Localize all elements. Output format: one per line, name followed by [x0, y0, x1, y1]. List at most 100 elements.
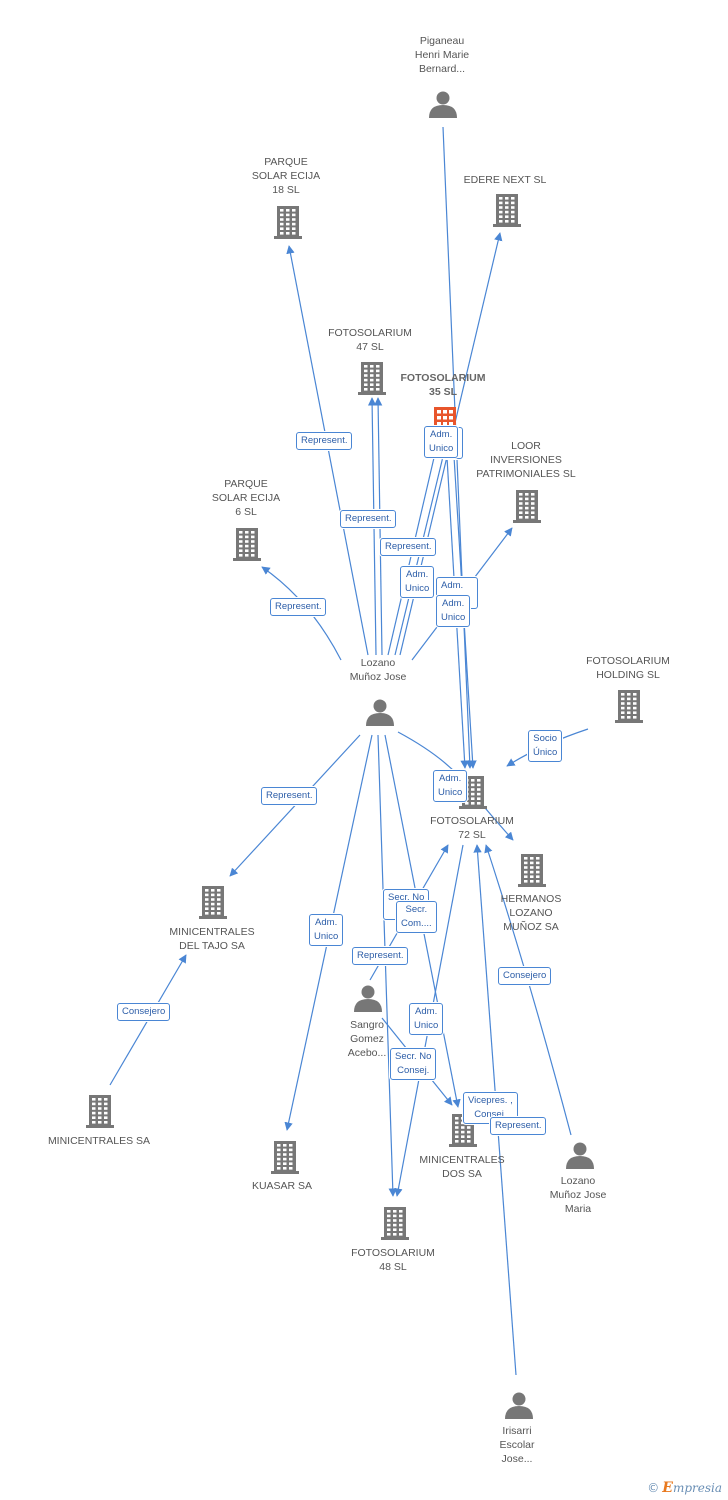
node-minitajo[interactable]: MINICENTRALES DEL TAJO SA: [162, 925, 262, 953]
label-line: SOLAR ECIJA: [251, 170, 321, 182]
edge-label-represent[interactable]: Represent.: [270, 598, 327, 616]
label-line: Gomez: [350, 1033, 384, 1045]
minisa-building-icon[interactable]: [86, 1095, 114, 1128]
foto72-building-icon[interactable]: [459, 776, 487, 809]
node-kuasar[interactable]: KUASAR SA: [242, 1179, 322, 1193]
label-line: Muñoz Jose: [349, 671, 407, 683]
lozanoMaria-person-icon[interactable]: [566, 1142, 594, 1170]
edge-label-text: Unico: [314, 931, 339, 942]
edge-label-represent[interactable]: Represent.: [340, 510, 397, 528]
piganeau-person-icon[interactable]: [429, 91, 457, 119]
edge-label-consejero[interactable]: Consejero: [117, 1003, 171, 1021]
edge-label-text: Socio: [533, 733, 558, 744]
label-line: MUÑOZ SA: [503, 921, 559, 933]
edge-label-adm-unico[interactable]: Adm.Unico: [424, 426, 459, 458]
edge-label-adm-unico[interactable]: Adm.Unico: [436, 595, 471, 627]
irisarri-person-icon[interactable]: [505, 1392, 533, 1420]
lozanoJose-person-icon[interactable]: [366, 699, 394, 727]
label-line: DOS SA: [442, 1168, 482, 1180]
label-line: Bernard...: [418, 63, 466, 75]
edge-label-text: Unico: [414, 1020, 439, 1031]
edge-label-represent[interactable]: Represent.: [490, 1117, 547, 1135]
label-line: EDERE NEXT SL: [463, 174, 547, 186]
label-line: 6 SL: [235, 506, 257, 518]
label-line: 18 SL: [272, 184, 300, 196]
brand-logo-letter: E: [662, 1480, 673, 1496]
edge-label-text: Adm.: [315, 917, 338, 928]
edge-label-text: Unico: [438, 787, 463, 798]
node-edere[interactable]: EDERE NEXT SL: [456, 173, 554, 187]
label-line: Piganeau: [419, 35, 465, 47]
edge-label-text: Unico: [405, 583, 430, 594]
edge-label-adm-unico[interactable]: Adm. Unico: [400, 566, 435, 598]
parque6-building-icon[interactable]: [233, 528, 261, 561]
label-line: MINICENTRALES: [169, 926, 255, 938]
foto35-focus-building-icon[interactable]: [434, 407, 456, 429]
edge-label-consejero[interactable]: Consejero: [498, 967, 552, 985]
label-line: 35 SL: [428, 386, 457, 398]
label-line: Jose...: [501, 1453, 533, 1465]
edge-label-adm-unico[interactable]: Adm.Unico: [409, 1003, 444, 1035]
foto47-building-icon[interactable]: [358, 362, 386, 395]
label-line: Henri Marie: [414, 49, 470, 61]
label-line: LOZANO: [509, 907, 553, 919]
label-line: Lozano: [560, 1175, 596, 1187]
parque18-building-icon[interactable]: [274, 206, 302, 239]
edge-label-text: Represent.: [357, 950, 404, 961]
edere-building-icon[interactable]: [493, 194, 521, 227]
edge-lozano-minitajo: [229, 734, 361, 877]
edge-label-text: Consej.: [397, 1065, 430, 1076]
edge-label-text: Represent.: [385, 541, 432, 552]
node-minisa[interactable]: MINICENTRALES SA: [40, 1134, 158, 1148]
sangro-person-icon[interactable]: [354, 985, 382, 1013]
edge-label-text: Consejero: [122, 1006, 166, 1017]
edge-label-text: Com....: [401, 918, 432, 929]
edge-label-represent[interactable]: Represent.: [352, 947, 409, 965]
edge-label-represent[interactable]: Represent.: [261, 787, 318, 805]
edge-label-text: Adm.: [439, 773, 462, 784]
minitajo-building-icon[interactable]: [199, 886, 227, 919]
label-line: Irisarri: [502, 1425, 532, 1437]
edge-label-text: Represent.: [275, 601, 322, 612]
edge-label-represent[interactable]: Represent.: [380, 538, 437, 556]
label-line: Lozano: [360, 657, 396, 669]
hermanos-building-icon[interactable]: [518, 854, 546, 887]
label-line: HOLDING SL: [596, 669, 660, 681]
edge-label-text: Secr.: [405, 904, 428, 915]
label-line: Escolar: [499, 1439, 535, 1451]
label-line: FOTOSOLARIUM: [328, 327, 412, 339]
label-line: KUASAR SA: [251, 1180, 313, 1192]
brand-name: mpresia: [672, 1481, 722, 1495]
edge-label-adm-unico[interactable]: Adm. Unico: [433, 770, 468, 802]
foto48-building-icon[interactable]: [381, 1207, 409, 1240]
loor-building-icon[interactable]: [513, 490, 541, 523]
edge-label-adm-unico[interactable]: Adm. Unico: [309, 914, 344, 946]
edge-label-text: Adm.: [406, 569, 429, 580]
fotoHolding-building-icon[interactable]: [615, 690, 643, 723]
edge-label-text: Represent.: [495, 1120, 542, 1131]
edge-label-represent[interactable]: Represent.: [296, 432, 353, 450]
label-line: DEL TAJO SA: [179, 940, 245, 952]
empresia-brand[interactable]: ©Empresia: [647, 1480, 722, 1496]
kuasar-building-icon[interactable]: [271, 1141, 299, 1174]
edge-label-secr-com[interactable]: Secr. Com....: [396, 901, 437, 933]
label-line: FOTOSOLARIUM: [430, 815, 514, 827]
